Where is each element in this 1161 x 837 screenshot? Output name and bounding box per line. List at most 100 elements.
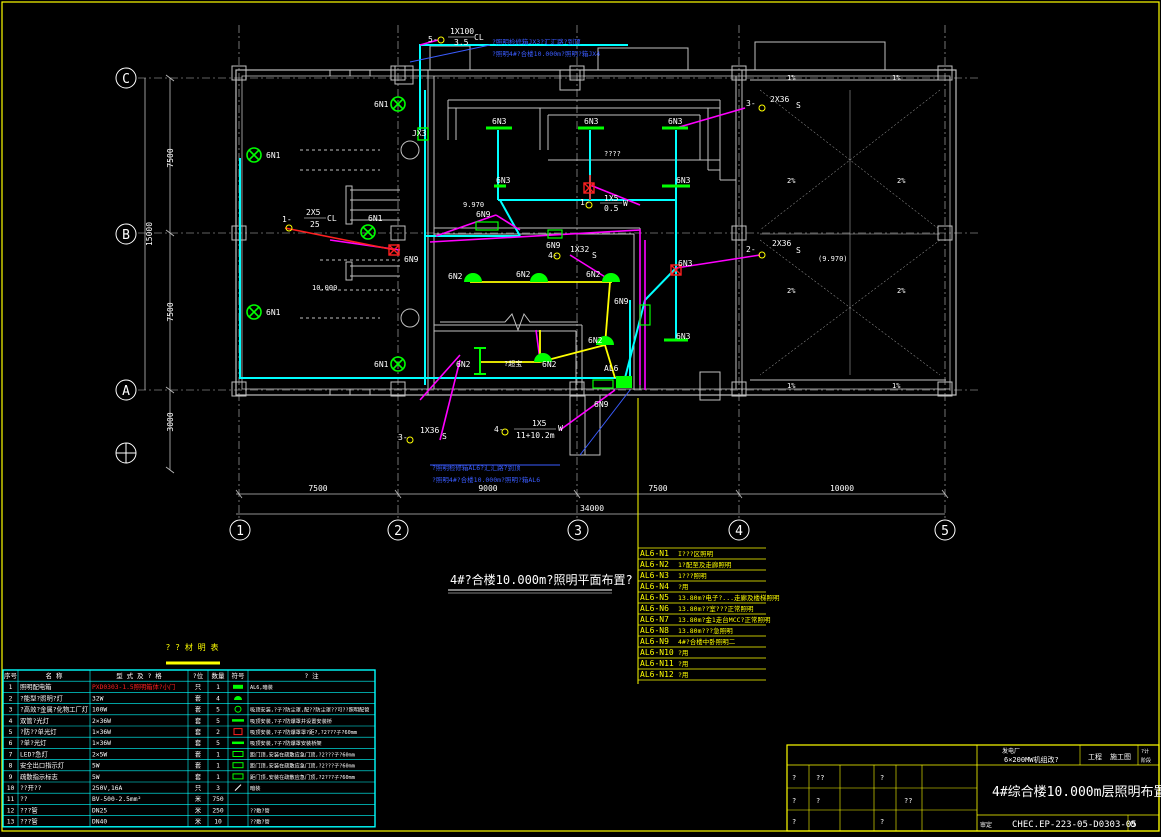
label-6n1-c: 6N1 — [374, 100, 389, 109]
svg-text:3-: 3- — [746, 99, 756, 108]
fixture-6n3 — [486, 126, 690, 342]
svg-text:1-: 1- — [580, 198, 590, 207]
tb-stage: 施工图 — [1110, 752, 1131, 761]
circuit-desc: ?用 — [678, 583, 688, 591]
slope-2: 1% — [892, 74, 901, 82]
material-cell: 2 — [9, 695, 13, 702]
svg-text:?: ? — [880, 774, 884, 782]
cable-runs-cyan — [239, 44, 677, 385]
material-cell: 1 — [216, 751, 220, 758]
material-cell: 1×36W — [92, 740, 111, 747]
material-cell: 套 — [195, 761, 202, 770]
svg-text:?: ? — [816, 797, 820, 805]
svg-text:4-: 4- — [494, 425, 504, 434]
svg-text:5-: 5- — [428, 35, 438, 44]
label-6n2-d: 6N2 — [588, 336, 603, 345]
label-6n3-d: 6N3 — [496, 176, 511, 185]
svg-text:S: S — [592, 251, 597, 260]
svg-text:审定: 审定 — [980, 821, 992, 829]
material-cell: 双管?光灯 — [20, 716, 50, 725]
circuit-notes: 5- 1X100 3.5 CL 1- 2X5 25 CL 3- 2X36 S 1… — [282, 27, 801, 442]
dim-left-a: 3000 — [166, 412, 175, 431]
svg-text:S: S — [796, 246, 801, 255]
panel-al6 — [616, 376, 632, 388]
svg-text:25: 25 — [310, 220, 320, 229]
material-cell: 250V,16A — [92, 785, 123, 792]
dimension-labels: 7500 9000 7500 10000 34000 7500 7500 300… — [145, 148, 854, 513]
material-cell: 6 — [9, 740, 13, 747]
material-cell: 吸顶安装,?子?防爆罩安装桥架 — [250, 739, 322, 747]
dim-left-b-a: 7500 — [166, 302, 175, 321]
circuit-desc: 13.80m?电子?...走廊及楼梯照明 — [678, 593, 780, 602]
material-cell: 吸顶安装,?子?防爆罩罩?距?,?2???子?60mm — [250, 728, 357, 736]
floor-plan — [235, 41, 957, 456]
label-6n1-a: 6N1 — [266, 151, 281, 160]
material-cell: ?防??单光灯 — [20, 727, 57, 736]
material-symbol — [232, 773, 244, 780]
dim-3-4: 7500 — [648, 484, 667, 493]
slope-labels: 1% 1% 2% 2% 2% 2% 1% 1% — [787, 74, 906, 390]
svg-text:2X36: 2X36 — [772, 239, 791, 248]
label-6n1-e: 6N1 — [374, 360, 389, 369]
circuit-code: AL6-N3 — [640, 571, 669, 580]
grid-col-2: 2 — [394, 524, 402, 539]
material-cell: 1 — [9, 684, 13, 691]
grid-row-labels: C B A — [122, 72, 130, 399]
material-cell: 只 — [195, 784, 201, 792]
dim-left-c-b: 7500 — [166, 148, 175, 167]
svg-text:3-: 3- — [398, 433, 408, 442]
material-header: ? 注 — [304, 671, 319, 680]
note-bottom-1: ?照明检修箱AL6?汇汇路?到顶 — [432, 463, 521, 472]
material-cell: AL6,暗装 — [250, 683, 273, 691]
svg-text:1X5: 1X5 — [604, 194, 619, 203]
material-cell: 3 — [9, 707, 13, 714]
material-header: 序号 — [4, 671, 18, 680]
circuit-desc: 13.80m?金1走台MCC?正常照明 — [678, 615, 771, 624]
material-cell: 吸顶安装,?子?防尘罩,配??防尘罩??可??照明配管 — [250, 706, 369, 714]
material-symbol — [234, 696, 242, 700]
material-cell: ?能型?照明?灯 — [20, 693, 64, 702]
material-cell: 距门顶,安装在疏散应急门顶,?2???子?60mm — [250, 762, 355, 770]
material-symbol — [232, 751, 244, 757]
material-cell: ???管 — [20, 805, 38, 814]
material-cell: 套 — [195, 705, 202, 714]
material-cell: 2×5W — [92, 751, 107, 758]
label-6n3-g: 6N3 — [676, 332, 691, 341]
tb-drawing-no: CHEC.EP-223-05-D0303-05 — [1012, 820, 1137, 830]
material-symbol — [233, 728, 243, 736]
svg-text:1X36: 1X36 — [420, 426, 439, 435]
cable-runs-red — [284, 175, 591, 251]
svg-text:S: S — [796, 101, 801, 110]
material-cell: 1 — [216, 774, 220, 781]
circuit-desc: ?用 — [678, 671, 688, 679]
material-cell: 32W — [92, 695, 104, 702]
material-cell: 2 — [216, 729, 220, 736]
circuit-code: AL6-N5 — [640, 593, 669, 602]
label-6n3-e: 6N3 — [676, 176, 691, 185]
tb-company: 发电厂 — [1002, 747, 1020, 755]
circuit-desc: 4#?合楼中卧照明二 — [678, 637, 736, 646]
fixture-6n1 — [246, 96, 406, 372]
tb-sheet: 0 — [1130, 820, 1135, 830]
material-cell: 米 — [195, 817, 202, 826]
material-cell: 9 — [9, 774, 13, 781]
svg-text:S: S — [442, 432, 447, 441]
material-cell: 5 — [216, 707, 220, 714]
circuit-code: AL6-N1 — [640, 549, 669, 558]
dim-2-3: 9000 — [478, 484, 497, 493]
level-mark-1: 9.970 — [463, 201, 484, 209]
svg-text:1X32: 1X32 — [570, 245, 589, 254]
material-cell: PXD0303-1.5照明箱体?小门 — [92, 682, 175, 691]
material-cell: 套 — [195, 693, 202, 702]
material-cell: 套 — [195, 772, 202, 781]
label-6n9-d: 6N9 — [614, 297, 629, 306]
material-cell: 4 — [9, 718, 13, 725]
blue-leaders — [409, 44, 631, 466]
svg-text:????: ???? — [604, 150, 621, 158]
axis-lines — [138, 25, 980, 520]
circuit-code: AL6-N8 — [640, 626, 669, 635]
circuit-desc: ?用 — [678, 649, 688, 657]
label-6n3-c: 6N3 — [668, 117, 683, 126]
